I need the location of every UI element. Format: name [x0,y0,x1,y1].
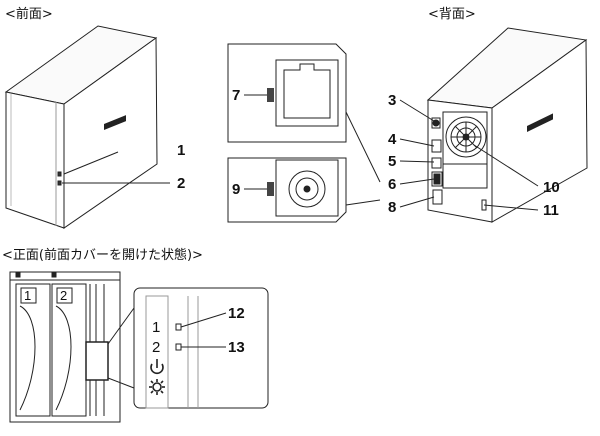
brand-logo-front [104,115,126,130]
callout-12: 12 [228,305,245,322]
callout-2: 2 [177,175,186,192]
callout-11: 11 [543,202,559,219]
rear-unit [426,27,588,223]
detail-box-usb [227,157,347,223]
fan-icon [445,116,487,158]
rear-view-label: <背面> [428,7,476,22]
bay-2-label: 2 [60,288,68,303]
callout-7: 7 [232,87,241,104]
callout-8: 8 [388,199,397,216]
brand-logo-rear [527,113,553,132]
callout-4: 4 [388,131,397,148]
callout-3: 3 [388,92,397,109]
led-row-1-label: 1 [152,319,161,336]
led-drive-2 [175,343,182,351]
front-view-label: <前面> [5,7,53,22]
bay-1-label: 1 [24,288,32,303]
front-led-1 [57,171,62,177]
led-zoom-panel [133,287,269,409]
callout-9: 9 [232,181,241,198]
detail-box-lan [227,43,347,143]
led-row-2-label: 2 [152,339,161,356]
power-icon [150,359,164,375]
callout-6: 6 [388,176,397,193]
front-led-2 [57,180,62,186]
drive-bay-2 [51,283,87,417]
function-gear-icon [149,379,165,395]
drive-bay-1 [15,283,51,417]
front-unit [4,25,158,229]
callout-5: 5 [388,153,397,170]
callout-10: 10 [543,179,560,196]
callout-13: 13 [228,339,245,356]
led-drive-1 [175,323,182,331]
open-front-unit [9,271,121,423]
open-front-view-label: <正面(前面カバーを開けた状態)> [2,248,203,263]
lan-port-icon [275,59,339,127]
callout-1: 1 [177,142,186,159]
